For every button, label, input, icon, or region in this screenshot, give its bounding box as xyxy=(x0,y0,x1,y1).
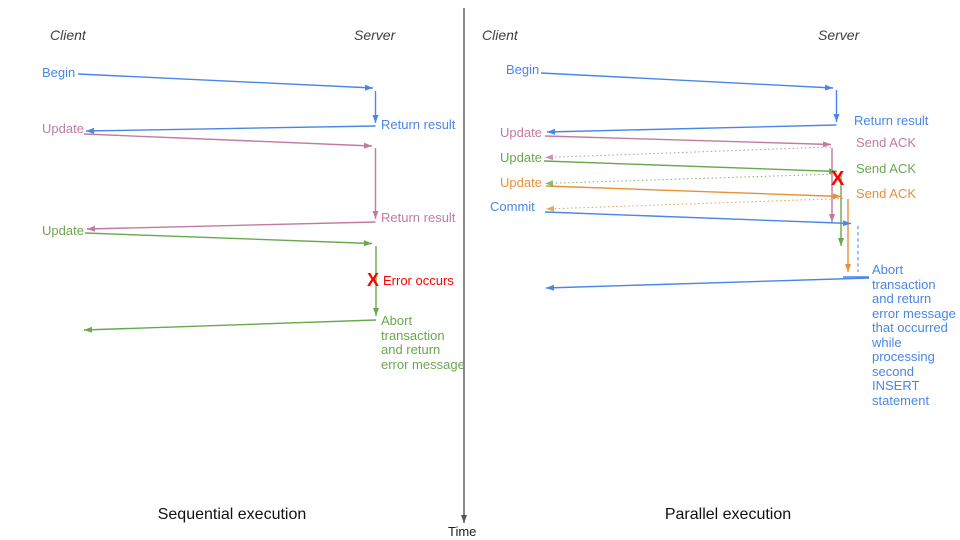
right-client-header: Client xyxy=(482,27,518,43)
left-begin-request-arrow xyxy=(77,73,374,91)
right-begin-label: Begin xyxy=(506,62,540,77)
right-caption: Parallel execution xyxy=(664,506,792,523)
left-update-2-label: Update xyxy=(42,223,84,238)
left-client-header: Client xyxy=(50,27,86,43)
right-send-ack-3-dotted-arrow xyxy=(545,197,844,212)
right-commit-request-arrow xyxy=(544,211,852,227)
right-abort-return-arrow xyxy=(545,277,870,291)
right-send-ack-2-dotted-arrow xyxy=(544,173,837,187)
left-begin-label: Begin xyxy=(42,65,76,80)
left-update-2-request-arrow xyxy=(84,232,373,247)
left-error-occurs-label: Error occurs xyxy=(383,273,454,288)
right-return-result-label: Return result xyxy=(854,113,929,128)
right-update-3-request-arrow xyxy=(545,185,842,200)
left-error-x-mark: X xyxy=(367,270,380,290)
right-error-x-mark: X xyxy=(831,168,845,190)
right-update-2-request-arrow xyxy=(543,160,838,175)
right-update-3-label: Update xyxy=(500,175,542,190)
left-return-result-1-arrow xyxy=(85,125,376,134)
left-update-1-label: Update xyxy=(42,121,84,136)
left-abort-return-arrow xyxy=(83,319,377,333)
right-update-1-request-arrow xyxy=(544,135,832,148)
right-send-ack-2-label: Send ACK xyxy=(856,161,916,176)
right-send-ack-1-label: Send ACK xyxy=(856,135,916,150)
left-return-result-2-arrow xyxy=(86,221,376,232)
right-abort-message-label: Abort transaction and return error messa… xyxy=(872,262,956,408)
right-commit-label: Commit xyxy=(490,199,535,214)
right-send-ack-1-dotted-arrow xyxy=(544,146,832,161)
left-update-1-request-arrow xyxy=(83,133,373,149)
right-update-1-label: Update xyxy=(500,125,542,140)
right-send-ack-3-label: Send ACK xyxy=(856,186,916,201)
left-server-header: Server xyxy=(354,27,396,43)
time-axis-label: Time xyxy=(448,524,477,539)
left-caption: Sequential execution xyxy=(157,506,307,523)
right-server-header: Server xyxy=(818,27,860,43)
left-return-result-2-label: Return result xyxy=(381,210,456,225)
right-return-result-arrow xyxy=(546,124,837,135)
left-return-result-1-label: Return result xyxy=(381,117,456,132)
left-abort-message-label: Abort transaction and return error messa… xyxy=(381,313,465,372)
right-update-2-label: Update xyxy=(500,150,542,165)
right-begin-request-arrow xyxy=(540,72,834,91)
